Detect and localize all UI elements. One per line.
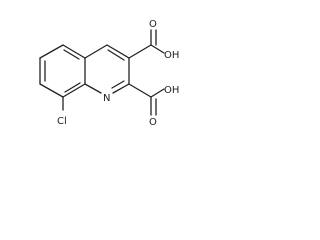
bond [150, 88, 165, 98]
bond [39, 44, 64, 59]
upper-acid-oxygen-label: O [149, 19, 157, 30]
double-bond-inner [111, 80, 125, 89]
bonds [39, 29, 165, 116]
bond [150, 44, 165, 54]
chlorine-label: Cl [57, 116, 67, 127]
lower-acid-hydroxyl-label: OH [164, 85, 179, 96]
molecular-structure: Cl N O OH O OH [39, 19, 179, 128]
bond [39, 83, 64, 98]
bond [112, 83, 130, 94]
lower-acid-oxygen-label: O [149, 117, 157, 128]
double-bond-inner [107, 49, 125, 61]
ring-nitrogen-label: N [103, 93, 110, 104]
double-bond-inner [64, 82, 81, 93]
atom-labels: Cl N O OH O OH [57, 19, 179, 128]
bond [62, 83, 86, 98]
upper-acid-hydroxyl-label: OH [164, 50, 179, 61]
bond [84, 83, 102, 94]
bond [62, 44, 86, 59]
bond [84, 44, 108, 59]
bond [128, 44, 152, 59]
bond [128, 83, 152, 98]
double-bond-inner [63, 49, 80, 60]
bond [106, 44, 130, 59]
